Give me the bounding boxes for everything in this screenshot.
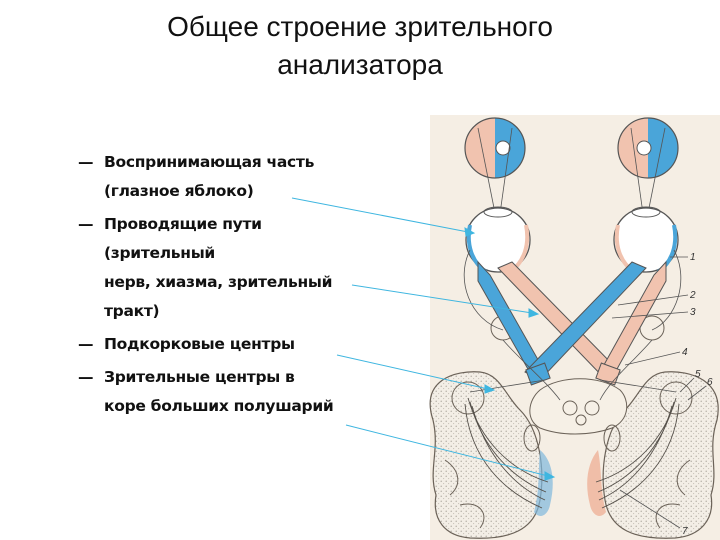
visual-field-right [618,118,678,178]
visual-field-left [465,118,525,178]
eyeball-right [614,207,678,272]
figure-label-5: 5 [695,369,701,380]
figure-label-4: 4 [682,347,688,358]
eyeball-left [466,207,530,272]
figure-label-3: 3 [690,307,696,318]
figure-label-7: 7 [682,526,688,537]
figure-label-1: 1 [690,252,696,263]
figure-label-2: 2 [689,290,696,301]
figure-label-6: 6 [707,377,713,388]
